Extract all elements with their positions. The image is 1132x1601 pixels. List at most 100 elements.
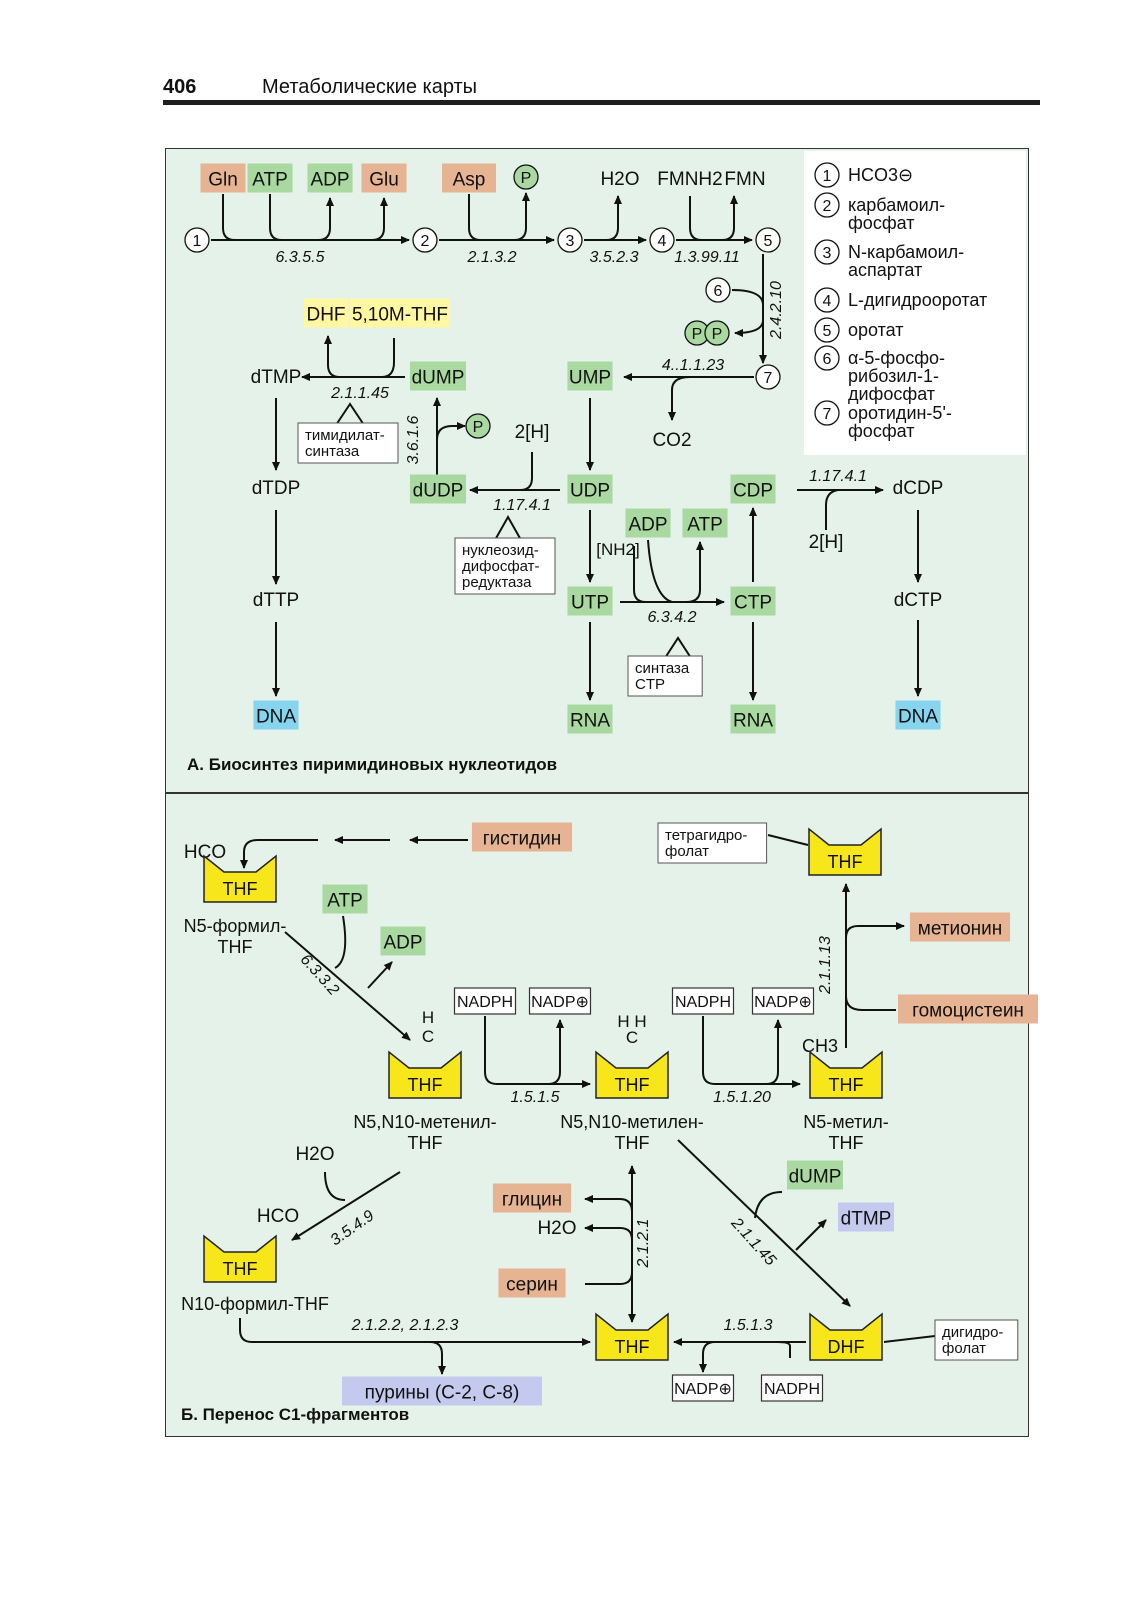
note-pointer — [335, 402, 365, 426]
enzyme-1513: 1.5.1.3 — [724, 1317, 773, 1334]
asp-label-box — [442, 163, 496, 193]
enzyme-21145-a: 2.1.1.45 — [330, 385, 389, 402]
nucleotide-reductase-note-line: нуклеозид- — [462, 542, 539, 559]
tetrahydrofolate-note-line: фолат — [665, 843, 709, 860]
reaction-arrow-methenyl-formyl — [291, 1171, 401, 1241]
atp-label: ATP — [252, 170, 288, 191]
methylene-thf-label: 5,10M-THF — [352, 305, 448, 326]
udp-label-box — [567, 474, 613, 504]
dump-b-in — [754, 1191, 783, 1219]
adp-label-2-box — [625, 508, 671, 538]
tetrahydrofolate-note-line: тетрагидро- — [665, 827, 747, 844]
fmnh2-in — [689, 196, 703, 241]
homocysteine-in — [845, 995, 896, 1011]
n5-formyl-thf-label-line: THF — [218, 937, 253, 957]
utp-label-box — [567, 586, 613, 616]
rna-label-2-box — [730, 704, 776, 734]
dna-label: DNA — [256, 707, 296, 728]
histidine-label: гистидин — [483, 829, 562, 850]
thf-n10-formyl-shape — [203, 1234, 277, 1283]
glycine-out — [584, 1195, 633, 1213]
atp-label-2: ATP — [687, 515, 723, 536]
node-4: 4 — [658, 233, 667, 250]
thf-methenyl-label: THF — [408, 1075, 443, 1095]
legend-compound-7-circle — [814, 400, 840, 426]
nadph-label-2: NADPH — [675, 994, 731, 1011]
ump-label-box — [567, 361, 613, 391]
node-2-circle — [412, 227, 438, 253]
rna-label-2: RNA — [733, 711, 773, 732]
legend-text-1: HCO3⊖ — [848, 165, 913, 185]
nadph-label-frame — [453, 987, 517, 1015]
pp-icon-b-circle — [704, 320, 730, 346]
legend-compound-1: 1 — [823, 168, 832, 185]
node-3: 3 — [566, 233, 575, 250]
node-6-circle — [705, 277, 731, 303]
his-to-thf — [240, 839, 318, 869]
atp2-link — [685, 541, 704, 603]
atp-b-in — [334, 915, 347, 969]
legend-text-6: α-5-фосфо- — [848, 348, 945, 368]
dhf-label: DHF — [306, 305, 345, 326]
dtmp-label: dTMP — [251, 367, 302, 388]
legend-text-7: оротидин-5'- — [848, 403, 952, 423]
thf-top-shape — [808, 827, 882, 876]
atp-in — [269, 194, 283, 241]
h2-in — [519, 452, 533, 491]
rna-label-box — [567, 704, 613, 734]
homocysteine-label: гомоцистеин — [912, 1001, 1024, 1022]
legend-compound-6-circle — [814, 345, 840, 371]
enzyme-21145-b: 2.1.1.45 — [727, 1214, 779, 1269]
enzyme-15120: 1.5.1.20 — [713, 1089, 771, 1106]
thf-formyl — [203, 854, 277, 903]
dtmp-b-out — [795, 1219, 827, 1251]
legend-compound-2: 2 — [823, 198, 832, 215]
n10-formyl-thf-label: N10-формил-THF — [181, 1294, 329, 1314]
nadph-label-3-frame — [760, 1374, 824, 1402]
ctp-label: CTP — [734, 593, 772, 614]
utp-label: UTP — [571, 593, 609, 614]
adp-label-2: ADP — [628, 515, 667, 536]
purine-out — [429, 1341, 446, 1375]
dihydrofolate-note-frame — [934, 1319, 1019, 1361]
n5-formyl-thf-label-line: N5-формил- — [184, 916, 287, 936]
page-title: Метаболические карты — [262, 76, 478, 98]
legend-text-5: оротат — [848, 320, 904, 340]
serine-label-box — [498, 1268, 566, 1298]
amine-label: [NH2] — [596, 540, 639, 559]
dudp-label-box — [409, 474, 467, 504]
dctp-label: dCTP — [894, 590, 943, 611]
purines-label: пурины (C-2, C-8) — [365, 1383, 520, 1404]
methylene-thf-label-line: THF — [615, 1133, 650, 1153]
ctp-label-box — [730, 586, 776, 616]
nadph-label: NADPH — [457, 994, 513, 1011]
nadp-label: NADP⊕ — [531, 994, 589, 1011]
thf-methenyl — [388, 1050, 462, 1099]
legend-compound-3: 3 — [823, 245, 832, 262]
dihydrofolate-note-line: дигидро- — [942, 1324, 1003, 1341]
legend-compound-4-circle — [814, 287, 840, 313]
enzyme-2122-2123: 2.1.2.2, 2.1.2.3 — [351, 1317, 459, 1334]
legend-text-3: аспартат — [848, 260, 922, 280]
node-5: 5 — [764, 233, 773, 250]
adp-label-b-box — [380, 926, 426, 956]
enzyme-24210: 2.4.2.10 — [768, 281, 785, 340]
phosphate-icon-circle — [513, 164, 539, 190]
phosphate-icon-2: P — [473, 419, 484, 436]
enzyme-1515: 1.5.1.5 — [511, 1089, 560, 1106]
p-out — [513, 192, 530, 241]
cdp-label-box — [730, 474, 776, 504]
glycine-label: глицин — [502, 1190, 562, 1211]
node-3-circle — [557, 227, 583, 253]
legend-box — [804, 151, 1026, 455]
legend-compound-7: 7 — [823, 406, 832, 423]
legend-text-6: рибозил-1- — [848, 366, 939, 386]
h2b-in — [825, 489, 839, 530]
methenyl-thf-label-line: THF — [408, 1133, 443, 1153]
nadph-label-2-frame — [671, 987, 735, 1015]
atp-label-box — [247, 163, 293, 193]
enzyme-3523: 3.5.2.3 — [590, 249, 639, 266]
enzyme-6355: 6.3.5.5 — [276, 249, 325, 266]
thf-methyl-label: THF — [829, 1075, 864, 1095]
